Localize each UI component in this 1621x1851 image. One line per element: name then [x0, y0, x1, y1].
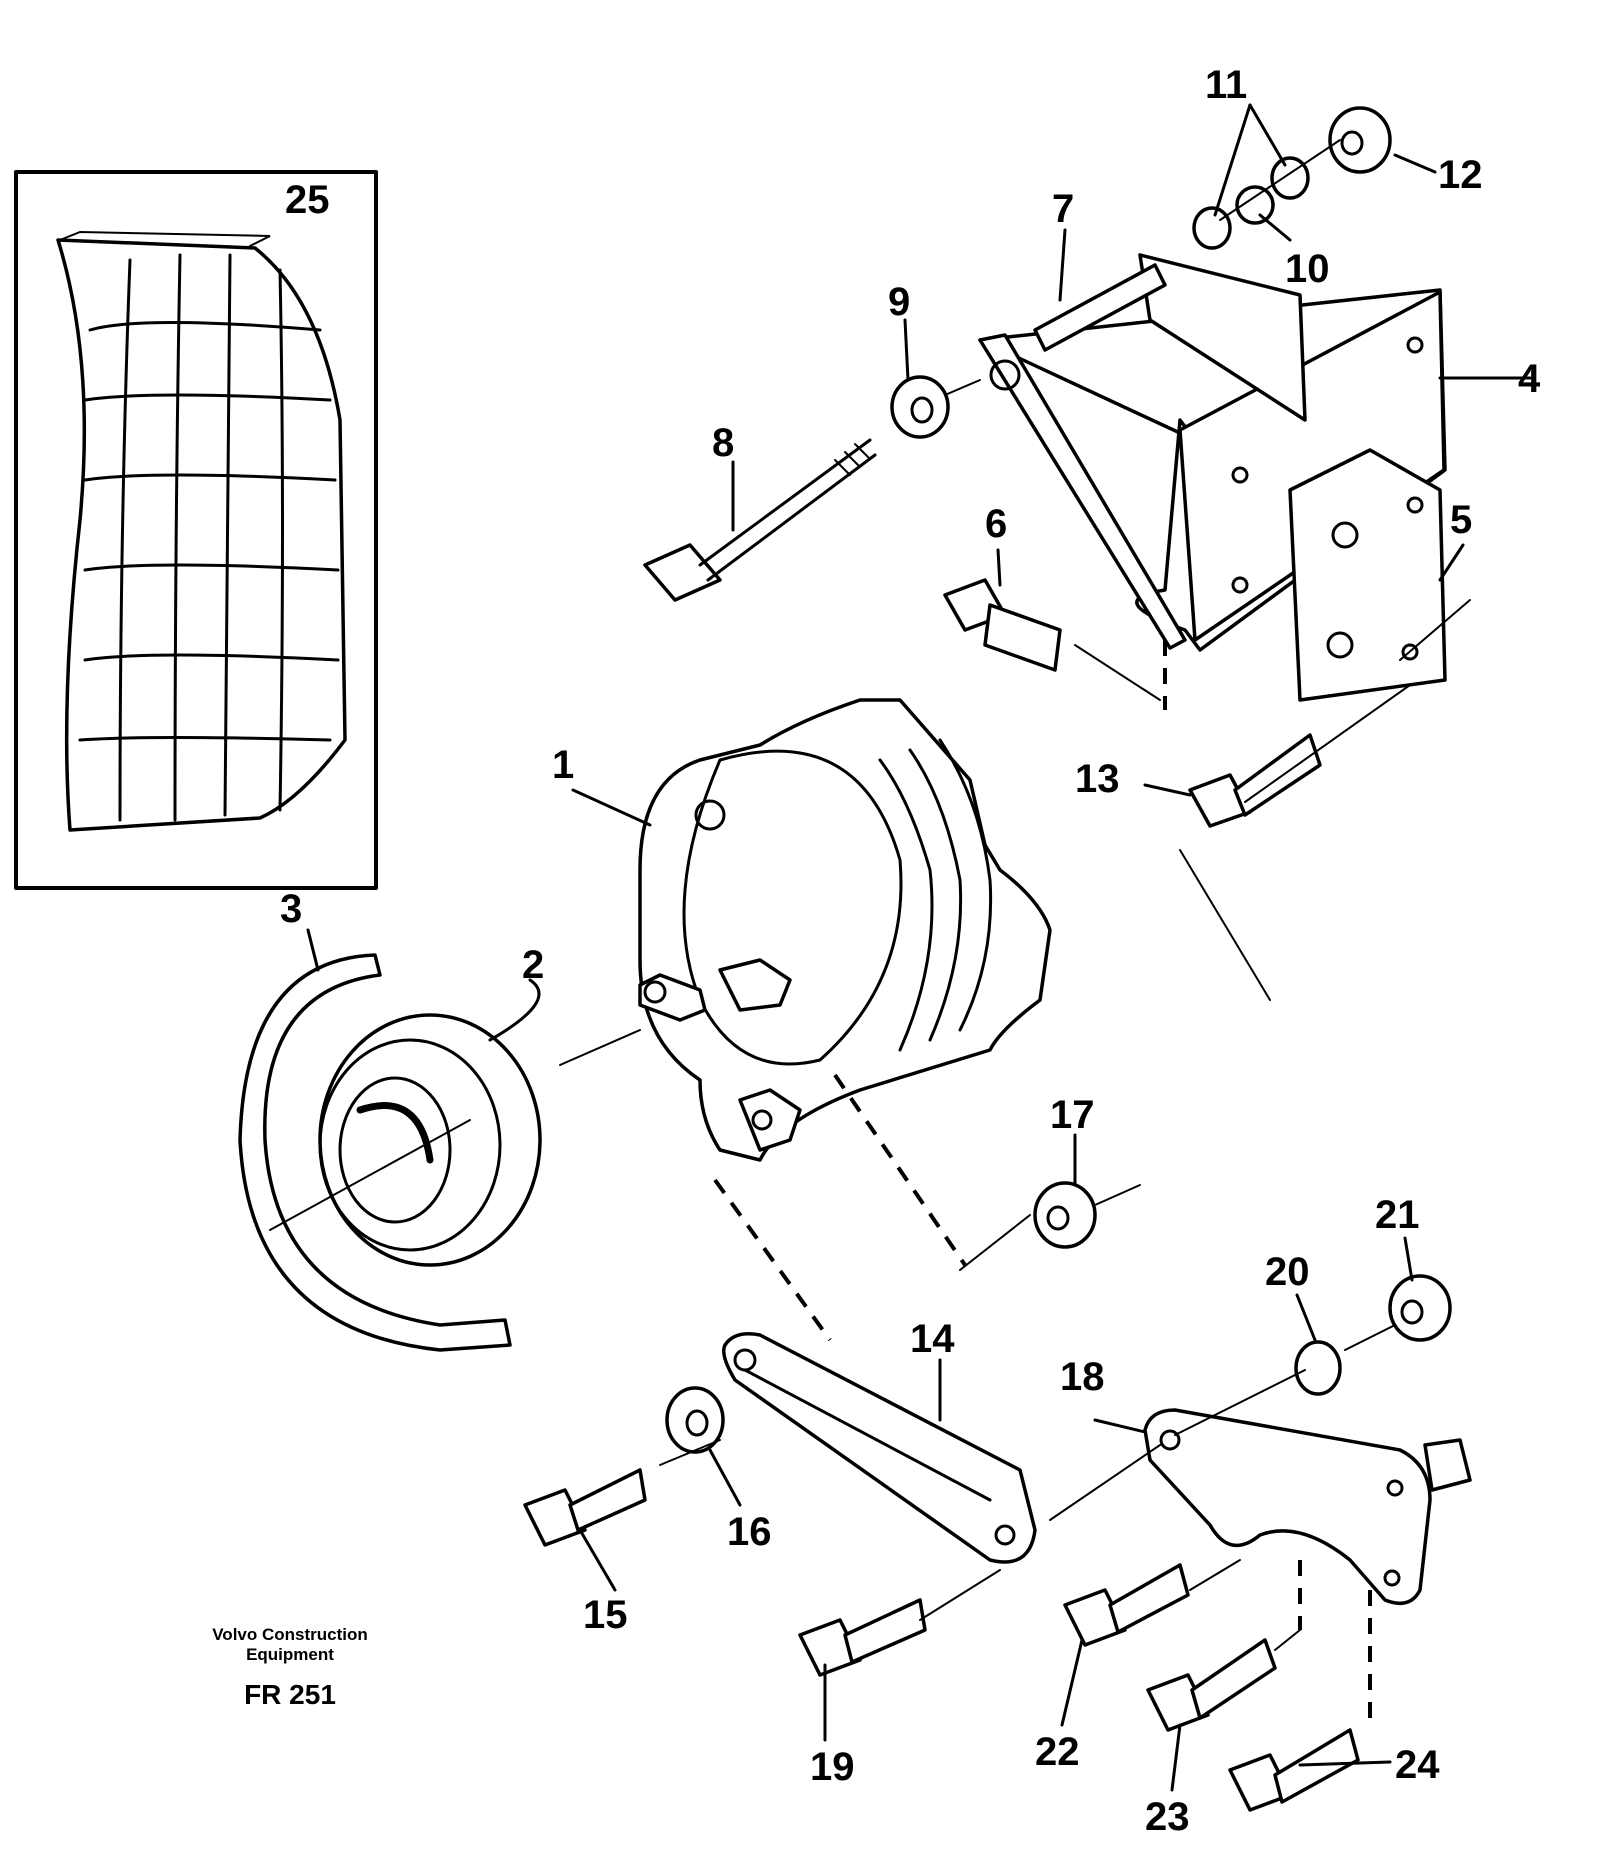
bolt-24	[1228, 1728, 1360, 1812]
part-number-11: 11	[1205, 63, 1247, 107]
part-number-23: 23	[1145, 1795, 1190, 1839]
bolt-6	[943, 578, 1062, 672]
part-number-6: 6	[985, 502, 1007, 546]
part-number-5: 5	[1450, 498, 1472, 542]
bolt-13	[1188, 733, 1322, 828]
credit-line2: Equipment	[246, 1645, 334, 1664]
mounting-bracket	[978, 253, 1447, 702]
part-number-2: 2	[522, 943, 544, 987]
part-number-12: 12	[1438, 153, 1483, 197]
part-number-13: 13	[1075, 757, 1120, 801]
bolt-15	[523, 1468, 647, 1547]
part-number-3: 3	[280, 887, 302, 931]
part-number-10: 10	[1285, 247, 1330, 291]
leader-lines	[306, 103, 1532, 1792]
adjusting-link	[722, 1332, 1037, 1564]
washer-16	[665, 1386, 725, 1454]
spacer-10	[1235, 185, 1275, 225]
part-number-24: 24	[1395, 1743, 1440, 1787]
drawing-reference: FR 251	[244, 1679, 336, 1710]
inset-frame	[14, 170, 378, 890]
pin-7	[1033, 263, 1167, 352]
part-number-8: 8	[712, 421, 734, 465]
bolt-23	[1146, 1638, 1277, 1732]
part-number-20: 20	[1265, 1250, 1310, 1294]
pulley	[318, 1013, 542, 1267]
part-number-1: 1	[552, 743, 574, 787]
part-number-9: 9	[888, 280, 910, 324]
nut-21	[1388, 1274, 1452, 1342]
part-number-16: 16	[727, 1510, 772, 1554]
bolt-8	[643, 438, 877, 602]
part-number-25: 25	[285, 178, 330, 222]
part-number-17: 17	[1050, 1093, 1095, 1137]
part-numbers: 1 2 3 4 5 6 7 8 9 10 11 12 13 14 15 16 1…	[280, 63, 1541, 1839]
nut-17	[1033, 1181, 1097, 1249]
bolt-19	[798, 1598, 927, 1677]
part-number-4: 4	[1518, 357, 1541, 401]
bracket-18	[1143, 1408, 1472, 1606]
belt-guard	[238, 953, 512, 1352]
bracket-plate-5	[1288, 448, 1447, 702]
part-number-18: 18	[1060, 1355, 1105, 1399]
part-number-15: 15	[583, 1593, 628, 1637]
credit-line1: Volvo Construction	[212, 1625, 368, 1644]
assembly-lines	[269, 139, 1471, 1720]
washer-9	[890, 375, 950, 439]
part-number-7: 7	[1052, 187, 1074, 231]
grille-drawing	[56, 230, 347, 832]
part-number-22: 22	[1035, 1730, 1080, 1774]
part-number-21: 21	[1375, 1193, 1420, 1237]
grille-inset	[14, 170, 378, 890]
bolt-22	[1063, 1563, 1190, 1647]
washer-20	[1294, 1340, 1342, 1396]
alternator	[638, 698, 1052, 1162]
nut-12	[1328, 106, 1392, 174]
credit-block: Volvo Construction Equipment FR 251	[185, 1625, 395, 1711]
part-number-19: 19	[810, 1745, 855, 1789]
part-number-14: 14	[910, 1317, 955, 1361]
